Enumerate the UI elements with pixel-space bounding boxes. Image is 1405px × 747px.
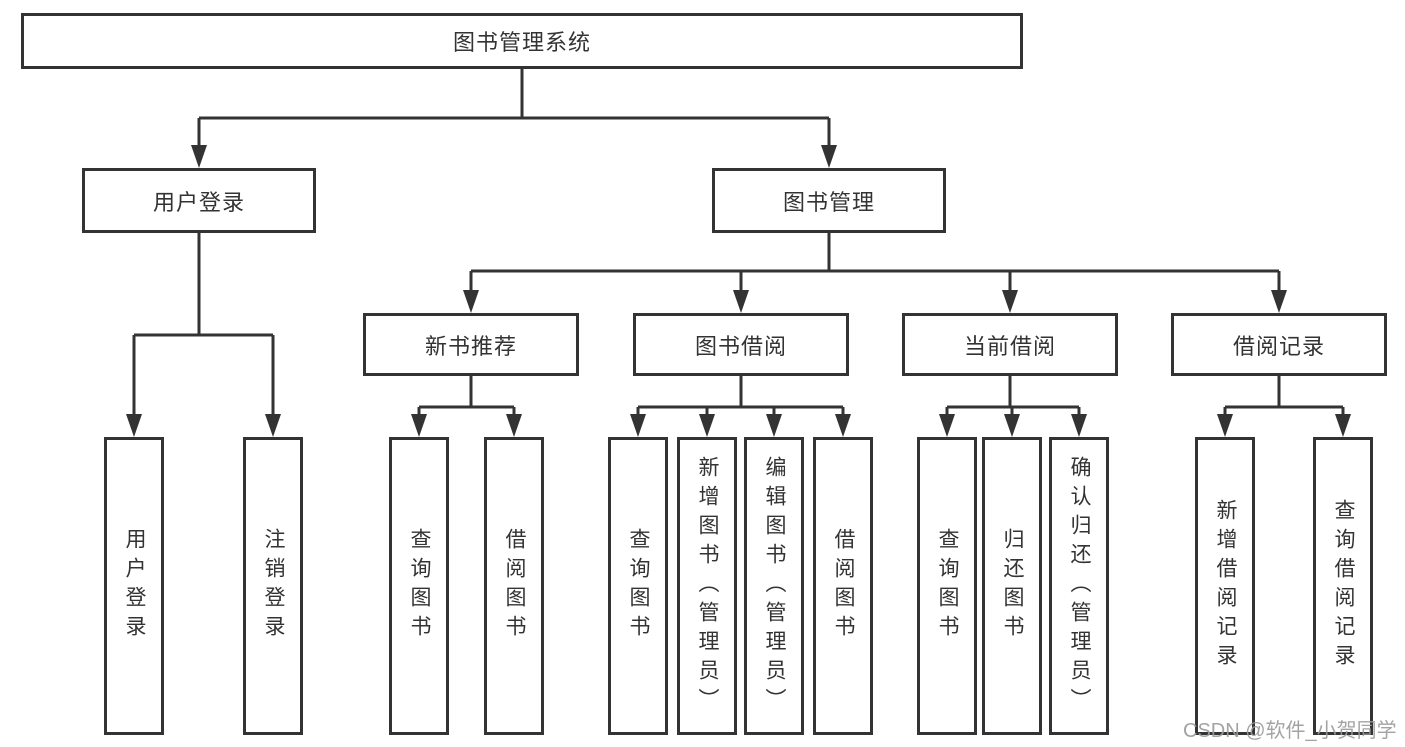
leaf-edit-books-admin: 编辑图书（管理员） bbox=[744, 437, 804, 735]
node-label: 查询图书 bbox=[408, 528, 431, 644]
node-label: 新书推荐 bbox=[424, 333, 517, 359]
leaf-borrow-books: 借阅图书 bbox=[813, 437, 873, 735]
leaf-borrow-books-recommend: 借阅图书 bbox=[484, 437, 544, 735]
leaf-add-books-admin: 新增图书（管理员） bbox=[677, 437, 737, 735]
node-label: 借阅图书 bbox=[503, 528, 526, 644]
node-label: 注销登录 bbox=[262, 528, 285, 644]
node-label: 借阅记录 bbox=[1232, 333, 1325, 359]
node-label: 查询图书 bbox=[936, 528, 959, 644]
leaf-user-login: 用户登录 bbox=[104, 437, 164, 735]
leaf-query-books-current: 查询图书 bbox=[917, 437, 977, 735]
node-borrowing-records: 借阅记录 bbox=[1171, 313, 1387, 376]
node-label: 查询图书 bbox=[627, 528, 650, 644]
csdn-watermark: CSDN @软件_小贺同学 bbox=[1183, 720, 1397, 742]
leaf-query-books-borrow: 查询图书 bbox=[608, 437, 668, 735]
node-label: 用户登录 bbox=[152, 189, 245, 215]
node-label: 新增图书（管理员） bbox=[696, 455, 719, 717]
node-book-management: 图书管理 bbox=[712, 168, 946, 233]
node-label: 新增借阅记录 bbox=[1214, 499, 1237, 673]
leaf-add-borrow-record: 新增借阅记录 bbox=[1195, 437, 1255, 735]
node-label: 图书管理系统 bbox=[452, 30, 591, 55]
node-user-login: 用户登录 bbox=[82, 168, 316, 233]
node-book-borrowing: 图书借阅 bbox=[633, 313, 849, 376]
leaf-logout: 注销登录 bbox=[243, 437, 303, 735]
leaf-confirm-return-admin: 确认归还（管理员） bbox=[1049, 437, 1109, 735]
leaf-return-books: 归还图书 bbox=[982, 437, 1042, 735]
node-label: 查询借阅记录 bbox=[1332, 499, 1355, 673]
node-root-library-system: 图书管理系统 bbox=[21, 13, 1023, 69]
node-label: 借阅图书 bbox=[832, 528, 855, 644]
node-current-borrowing: 当前借阅 bbox=[902, 313, 1118, 376]
node-label: 确认归还（管理员） bbox=[1068, 455, 1091, 717]
node-label: 图书借阅 bbox=[694, 333, 787, 359]
node-label: 图书管理 bbox=[782, 189, 875, 215]
node-label: 用户登录 bbox=[123, 528, 146, 644]
leaf-query-borrow-record: 查询借阅记录 bbox=[1313, 437, 1373, 735]
leaf-query-books-recommend: 查询图书 bbox=[389, 437, 449, 735]
node-label: 归还图书 bbox=[1001, 528, 1024, 644]
node-new-book-recommend: 新书推荐 bbox=[363, 313, 579, 376]
node-label: 当前借阅 bbox=[963, 333, 1056, 359]
arrowheads bbox=[126, 145, 1351, 437]
node-label: 编辑图书（管理员） bbox=[763, 455, 786, 717]
